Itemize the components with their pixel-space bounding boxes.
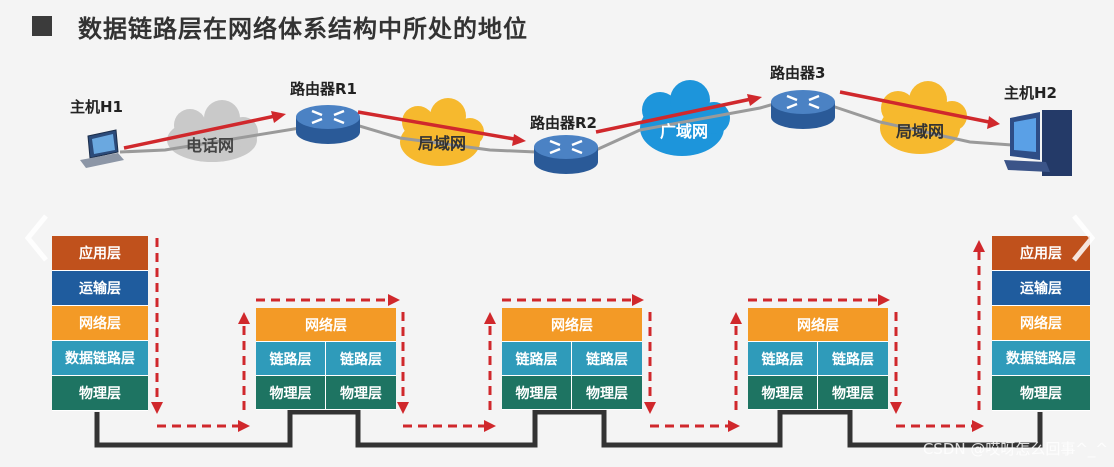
router-link-layer: 链路层: [326, 342, 396, 376]
lan-cloud-2: [880, 81, 967, 154]
flow-arrowheads: [151, 240, 985, 432]
next-slide-chevron-icon[interactable]: [1062, 208, 1102, 268]
lan-label-1: 局域网: [418, 134, 467, 153]
router-r2-stack: 网络层 链路层 链路层 物理层 物理层: [502, 308, 642, 410]
router-physical-layer: 物理层: [502, 376, 572, 410]
phone-network-label: 电话网: [186, 136, 235, 155]
application-layer: 应用层: [992, 236, 1090, 271]
physical-wire: [94, 409, 1043, 448]
router-3-stack: 网络层 链路层 链路层 物理层 物理层: [748, 308, 888, 410]
router-link-layer: 链路层: [748, 342, 818, 376]
transport-layer: 运输层: [992, 271, 1090, 306]
transport-layer: 运输层: [52, 271, 148, 306]
router-physical-layer: 物理层: [818, 376, 888, 410]
router-network-layer: 网络层: [748, 308, 888, 342]
router-physical-layer: 物理层: [326, 376, 396, 410]
physical-layer: 物理层: [52, 376, 148, 411]
host-h1-stack: 应用层 运输层 网络层 数据链路层 物理层: [52, 236, 148, 411]
router-r1-stack: 网络层 链路层 链路层 物理层 物理层: [256, 308, 396, 410]
host-h2-label: 主机H2: [1004, 84, 1057, 102]
router-3-label: 路由器3: [770, 64, 826, 82]
network-layer: 网络层: [992, 306, 1090, 341]
data-flow-arrows: [123, 90, 995, 150]
wan-label: 广域网: [660, 122, 709, 141]
router-link-layer: 链路层: [502, 342, 572, 376]
router-physical-layer: 物理层: [256, 376, 326, 410]
router-network-layer: 网络层: [502, 308, 642, 342]
laptop-icon: [80, 129, 124, 168]
network-layer: 网络层: [52, 306, 148, 341]
router-icon: [771, 90, 835, 129]
title-bullet-square: [32, 16, 52, 36]
host-h2-stack: 应用层 运输层 网络层 数据链路层 物理层: [992, 236, 1090, 411]
physical-layer: 物理层: [992, 376, 1090, 411]
title-bar: 数据链路层在网络体系结构中所处的地位: [32, 8, 528, 44]
router-physical-layer: 物理层: [748, 376, 818, 410]
lan-label-2: 局域网: [896, 122, 945, 141]
router-r2-label: 路由器R2: [530, 114, 597, 132]
router-link-layer: 链路层: [818, 342, 888, 376]
router-icon: [296, 105, 360, 144]
page-title: 数据链路层在网络体系结构中所处的地位: [78, 14, 528, 43]
router-link-layer: 链路层: [572, 342, 642, 376]
desktop-computer-icon: [1004, 110, 1072, 176]
application-layer: 应用层: [52, 236, 148, 271]
host-h1-label: 主机H1: [70, 98, 123, 116]
router-r1-label: 路由器R1: [290, 80, 357, 98]
data-link-layer: 数据链路层: [992, 341, 1090, 376]
previous-slide-chevron-icon[interactable]: [18, 208, 58, 268]
layer-flow-path: [155, 238, 981, 428]
router-network-layer: 网络层: [256, 308, 396, 342]
physical-links: [119, 102, 1013, 154]
watermark: CSDN @哎呀怎么回事^_^: [922, 440, 1108, 458]
arrowheads: [271, 94, 1000, 146]
data-link-layer: 数据链路层: [52, 341, 148, 376]
router-icon: [534, 135, 598, 174]
router-physical-layer: 物理层: [572, 376, 642, 410]
router-link-layer: 链路层: [256, 342, 326, 376]
